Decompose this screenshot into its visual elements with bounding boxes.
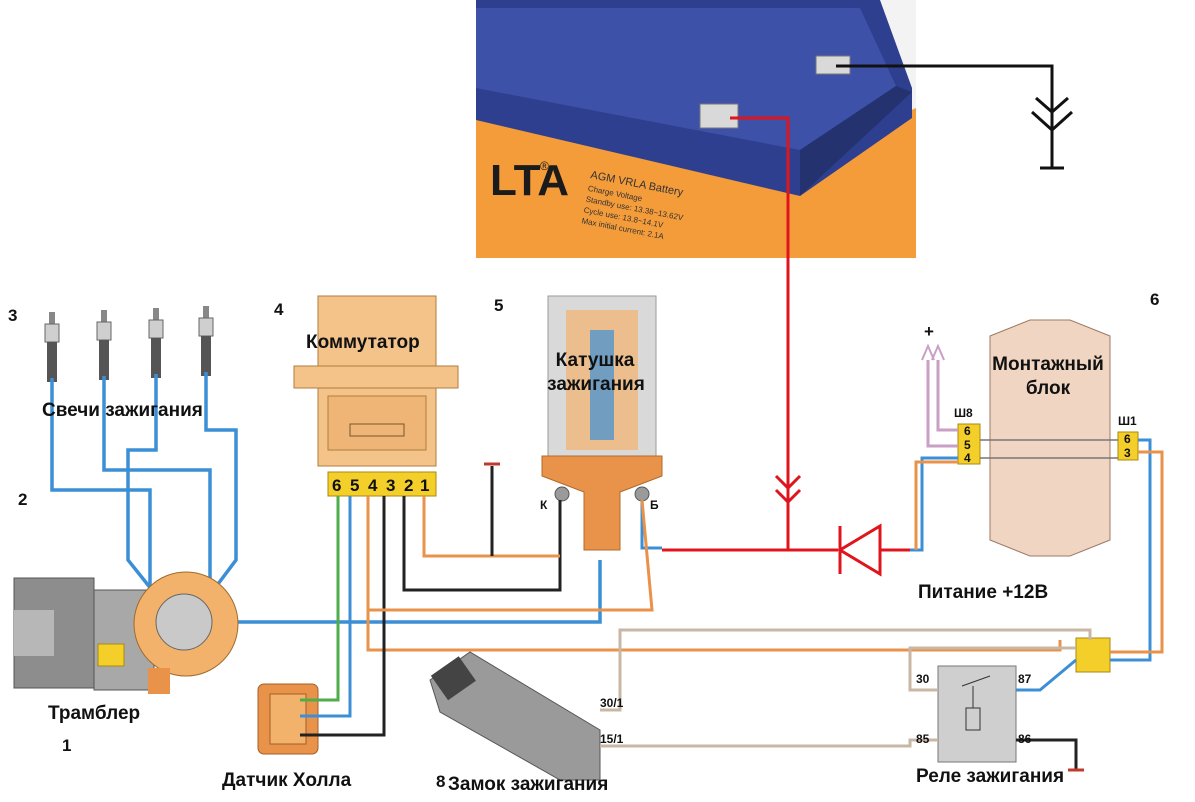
power-label: Питание +12В — [918, 582, 1049, 603]
hall-sensor — [257, 683, 319, 755]
commutator-pin: 6 — [332, 476, 342, 495]
sh8-pin: 6 — [964, 424, 971, 438]
lock-terminal-30-1: 30/1 — [600, 696, 624, 710]
spark-plugs-label: Свечи зажигания — [42, 400, 203, 421]
coil-terminal-b: Б — [650, 498, 659, 512]
commutator-pin: 2 — [404, 476, 414, 495]
hall-sensor-label: Датчик Холла — [222, 770, 352, 791]
spark-plug-icon — [96, 310, 112, 380]
plus-label: + — [924, 322, 934, 341]
ignition-coil — [541, 295, 663, 551]
ground-wire — [836, 64, 1074, 170]
ignition-relay-label: Реле зажигания — [916, 766, 1065, 787]
callout-4: 4 — [274, 300, 284, 319]
ground-marker — [484, 462, 1084, 772]
relay-connector — [1075, 637, 1111, 673]
coil-terminal-k: К — [540, 498, 548, 512]
ignition-lock — [429, 651, 601, 781]
sh1-pin: 3 — [1124, 446, 1131, 460]
callout-8: 8 — [436, 772, 446, 791]
mounting-block-label-line1: Монтажный — [992, 354, 1104, 375]
coil-label-line2: зажигания — [547, 374, 645, 395]
distributor — [13, 571, 239, 694]
plus-arrows — [921, 343, 945, 361]
spark-plug-icon — [44, 312, 60, 382]
spark-plug-icon — [198, 306, 214, 376]
commutator-pins — [327, 471, 437, 497]
relay-terminal-86: 86 — [1018, 732, 1032, 746]
callout-3: 3 — [8, 306, 18, 325]
relay-terminal-85: 85 — [916, 732, 930, 746]
commutator — [293, 295, 459, 467]
commutator-pin: 5 — [350, 476, 360, 495]
relay-terminal-87: 87 — [1018, 672, 1032, 686]
battery-reg: ® — [540, 159, 549, 173]
callout-6: 6 — [1150, 290, 1160, 309]
callout-1: 1 — [62, 736, 72, 755]
mounting-block — [957, 319, 1139, 557]
relay-terminal-30: 30 — [916, 672, 930, 686]
callout-5: 5 — [494, 296, 504, 315]
ignition-relay-body — [937, 665, 1017, 763]
spark-plug-icon — [148, 308, 164, 378]
coil-label-line1: Катушка — [555, 350, 635, 371]
distributor-label: Трамблер — [48, 703, 141, 724]
ignition-lock-label: Замок зажигания — [448, 774, 609, 795]
sh1-pin: 6 — [1124, 432, 1131, 446]
sh8-pin: 5 — [964, 438, 971, 452]
spark-plugs — [44, 306, 214, 382]
wiring — [300, 360, 1164, 770]
power-wire — [662, 116, 910, 552]
mounting-block-label-line2: блок — [1025, 378, 1071, 399]
callout-2: 2 — [18, 490, 28, 509]
battery-brand: LTA — [490, 156, 569, 205]
diode-icon — [837, 523, 882, 577]
sh8-label: Ш8 — [954, 406, 973, 420]
commutator-pin: 4 — [368, 476, 378, 495]
commutator-pin: 1 — [420, 476, 430, 495]
sh1-label: Ш1 — [1118, 414, 1137, 428]
sh8-pin: 4 — [964, 451, 971, 465]
commutator-pin: 3 — [386, 476, 396, 495]
battery: LTA ® AGM VRLA Battery Charge Voltage St… — [476, 0, 916, 258]
commutator-label: Коммутатор — [306, 332, 420, 353]
lock-terminal-15-1: 15/1 — [600, 732, 624, 746]
